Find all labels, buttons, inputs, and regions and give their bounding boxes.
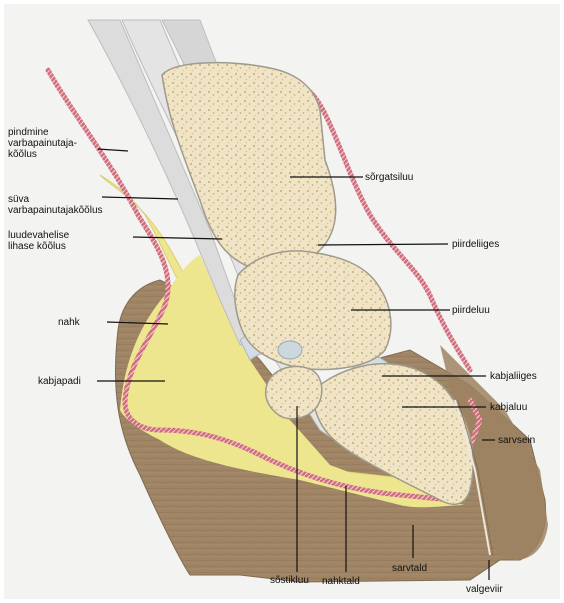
navicular-bursa: [278, 341, 302, 359]
label-sustikluu: sõstikluu: [270, 575, 309, 586]
label-kabjaluu: kabjaluu: [490, 402, 527, 413]
label-piirdeluu: piirdeluu: [452, 305, 490, 316]
label-piirdeliiges: piirdeliiges: [452, 239, 499, 250]
label-suva-varbapainutajakoolus: süva varbapainutajakõõlus: [8, 194, 103, 216]
label-nahk: nahk: [58, 317, 80, 328]
label-kabjaliiges: kabjaliiges: [490, 371, 537, 382]
label-valgeviir: valgeviir: [466, 584, 503, 595]
label-pindmine-varbapainutajakoolus: pindmine varbapainutaja- kõõlus: [8, 127, 77, 160]
label-kabjapadi: kabjapadi: [38, 376, 81, 387]
navicular-bone: [266, 366, 322, 418]
label-nahktald: nahktald: [322, 576, 360, 587]
label-sarvtald: sarvtald: [392, 563, 427, 574]
label-sarvsein: sarvsein: [498, 435, 535, 446]
label-luudevahelise-lihase-koolus: luudevahelise lihase kõõlus: [8, 230, 69, 252]
label-sorgatsiluu: sõrgatsiluu: [365, 172, 413, 183]
